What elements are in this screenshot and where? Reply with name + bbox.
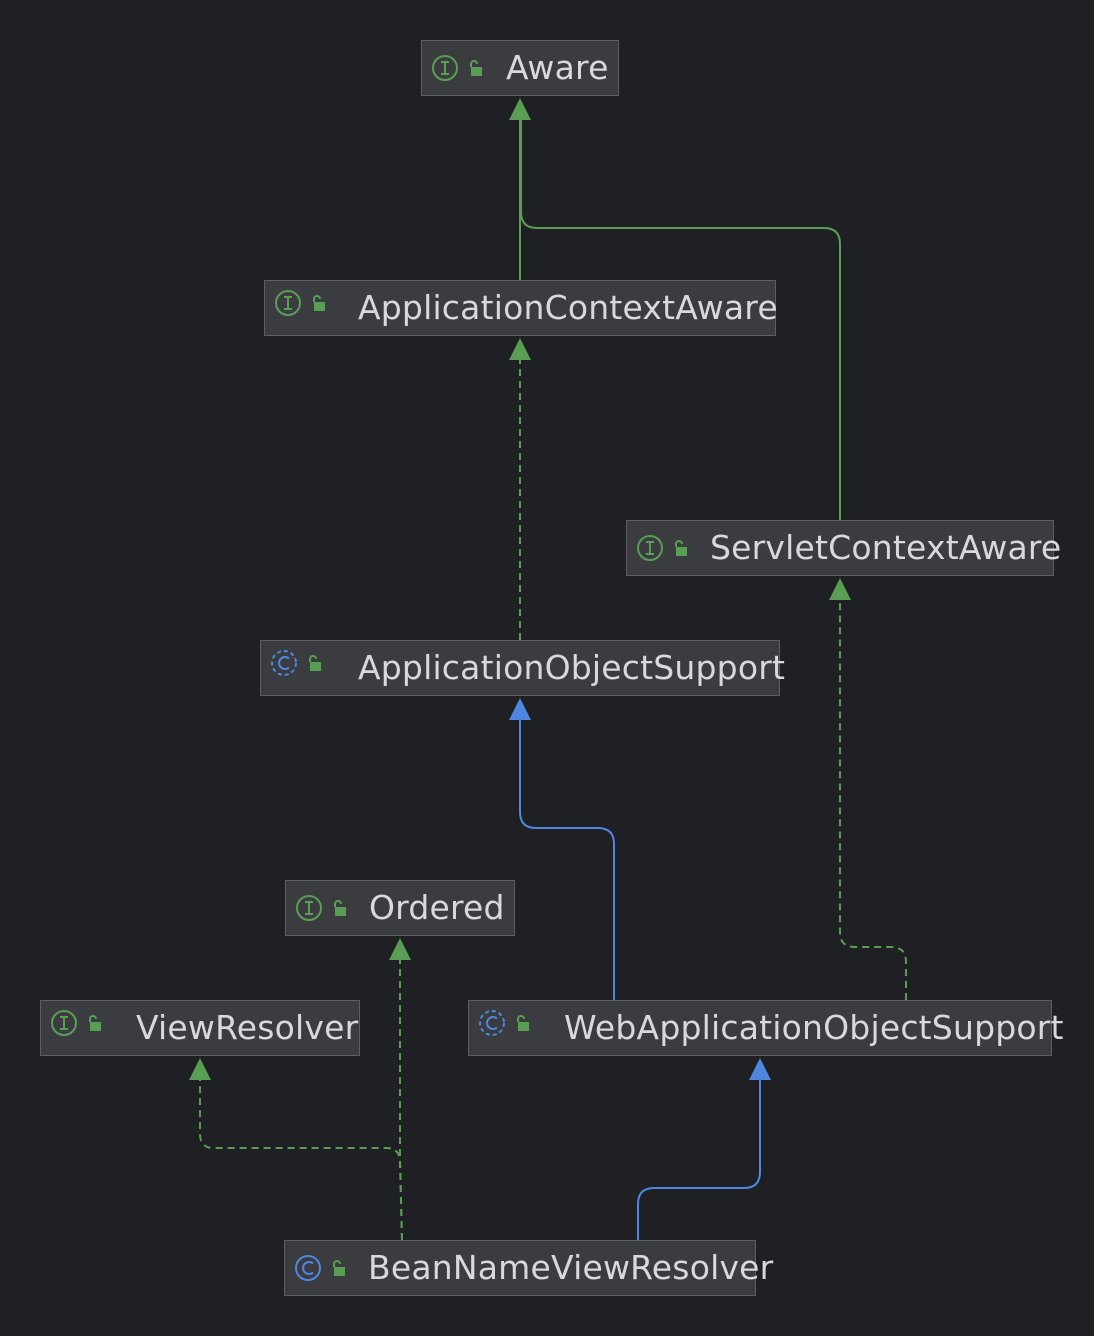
arrowhead xyxy=(389,938,411,960)
node-aware[interactable]: Aware xyxy=(421,40,619,96)
edge-beannameviewresolver-to-webapplicationobjectsupport xyxy=(637,1058,771,1240)
abstract-class-icon xyxy=(479,1010,505,1036)
lock-open-icon xyxy=(470,60,482,76)
edge-servletcontextaware-to-aware xyxy=(520,118,841,520)
abstract-class-icon xyxy=(271,650,297,676)
lock-open-icon xyxy=(333,1260,345,1276)
node-webapplicationobjectsupport[interactable]: WebApplicationObjectSupport xyxy=(468,1000,1063,1056)
arrowhead xyxy=(509,338,531,360)
arrowhead xyxy=(829,578,851,600)
node-servletcontextaware[interactable]: ServletContextAware xyxy=(626,520,1061,576)
node-label: ApplicationObjectSupport xyxy=(358,647,786,687)
class-icon xyxy=(295,1255,321,1281)
edge-beannameviewresolver-to-ordered xyxy=(389,938,411,1241)
interface-icon xyxy=(637,535,663,561)
arrowhead xyxy=(509,98,531,120)
lock-open-icon xyxy=(517,1015,529,1031)
lock-open-icon xyxy=(309,655,321,671)
interface-icon xyxy=(275,290,301,316)
node-viewresolver[interactable]: ViewResolver xyxy=(40,1000,360,1056)
node-label: WebApplicationObjectSupport xyxy=(564,1007,1064,1047)
lock-open-icon xyxy=(89,1015,101,1031)
node-label: Aware xyxy=(506,47,609,87)
lock-open-icon xyxy=(675,540,687,556)
arrowhead xyxy=(189,1058,211,1080)
interface-icon xyxy=(432,55,458,81)
node-applicationcontextaware[interactable]: ApplicationContextAware xyxy=(264,280,778,336)
node-label: Ordered xyxy=(369,887,505,927)
arrowhead xyxy=(509,698,531,720)
node-label: ServletContextAware xyxy=(710,527,1062,567)
node-label: ApplicationContextAware xyxy=(358,287,778,327)
arrowhead xyxy=(749,1058,771,1080)
interface-icon xyxy=(51,1010,77,1036)
edge-beannameviewresolver-to-viewresolver xyxy=(189,1058,403,1241)
edge-webapplicationobjectsupport-to-servletcontextaware xyxy=(829,578,907,1000)
lock-open-icon xyxy=(313,295,325,311)
interface-icon xyxy=(296,895,322,921)
edge-applicationobjectsupport-to-applicationcontextaware xyxy=(509,338,531,640)
node-beannameviewresolver[interactable]: BeanNameViewResolver xyxy=(284,1240,773,1296)
lock-open-icon xyxy=(334,900,346,916)
node-label: ViewResolver xyxy=(136,1007,359,1047)
edge-webapplicationobjectsupport-to-applicationobjectsupport xyxy=(509,698,615,1000)
node-ordered[interactable]: Ordered xyxy=(285,880,515,936)
node-label: BeanNameViewResolver xyxy=(368,1247,774,1287)
node-applicationobjectsupport[interactable]: ApplicationObjectSupport xyxy=(260,640,785,696)
